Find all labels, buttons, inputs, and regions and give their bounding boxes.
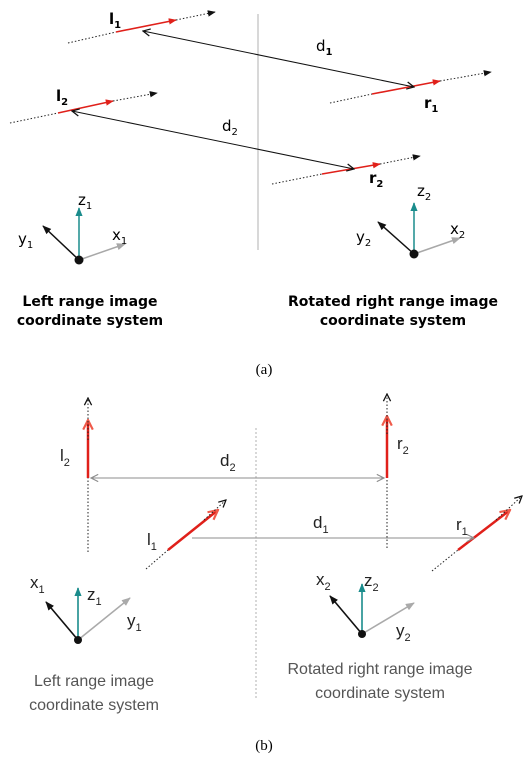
left-caption-b-line2: coordinate system (29, 697, 159, 714)
label-d1-a: d1 (316, 37, 333, 58)
label-l1-b: l1 (147, 530, 157, 553)
panel-a: l1 l2 r1 r2 d1 d2 z1 y1 x1 z2 y2 x2 Left… (9, 10, 498, 378)
right-caption-a-line2: coordinate system (320, 313, 466, 329)
axis-x2-b: x2 (316, 570, 331, 593)
left-caption-b-line1: Left range image (34, 673, 154, 690)
label-d2-a: d2 (222, 117, 238, 138)
right-axes-b: x2 z2 y2 (316, 570, 415, 644)
label-d2-b: d2 (220, 451, 236, 474)
label-r2-b: r2 (397, 434, 409, 457)
panel-b-caption: (b) (255, 738, 273, 754)
label-l2-b: l2 (60, 446, 70, 469)
right-axes-a: z2 y2 x2 (356, 182, 465, 259)
panel-b: l2 r2 l1 r1 d2 d1 x1 z1 y1 x2 z2 y2 Left… (29, 394, 522, 754)
line-r1-b (431, 496, 522, 572)
left-caption-a-line1: Left range image (22, 294, 157, 310)
line-l2-a (9, 91, 158, 124)
left-caption-a-line2: coordinate system (17, 313, 163, 329)
line-r2-a (271, 154, 421, 185)
axis-z2-a: z2 (417, 182, 431, 203)
axis-z2-b: z2 (364, 571, 379, 594)
left-axes-b: x1 z1 y1 (30, 573, 142, 644)
left-axes-a: z1 y1 x1 (18, 191, 127, 265)
right-caption-b-line1: Rotated right range image (288, 661, 473, 678)
label-l1-a: l1 (109, 10, 121, 31)
axis-x2-a: x2 (450, 220, 465, 241)
axis-x1-a: x1 (112, 226, 127, 247)
axis-y2-b: y2 (396, 621, 411, 644)
label-r2-a: r2 (369, 169, 383, 190)
right-caption-a-line1: Rotated right range image (288, 294, 498, 310)
line-l1-a (67, 10, 216, 44)
label-r1-a: r1 (424, 94, 438, 115)
label-d1-b: d1 (313, 513, 329, 536)
distance-d1-a (143, 31, 414, 87)
label-r1-b: r1 (456, 515, 468, 538)
axis-z1-a: z1 (78, 191, 92, 212)
axis-y1-a: y1 (18, 230, 33, 251)
line-r1-a (329, 70, 492, 104)
right-caption-b-line2: coordinate system (315, 685, 445, 702)
line-l1-b (145, 500, 226, 570)
label-l2-a: l2 (56, 87, 68, 108)
distance-d2-a (72, 111, 354, 169)
panel-a-caption: (a) (256, 362, 273, 378)
axis-z1-b: z1 (87, 585, 102, 608)
axis-x1-b: x1 (30, 573, 45, 596)
axis-y2-a: y2 (356, 228, 371, 249)
axis-y1-b: y1 (127, 611, 142, 634)
